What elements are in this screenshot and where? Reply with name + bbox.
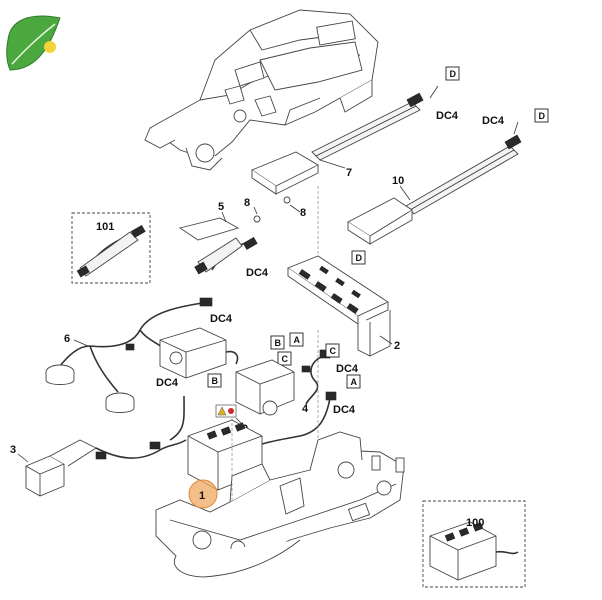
sensor-harness-6 (45, 297, 213, 413)
connector-cable-4 (261, 349, 337, 445)
connector-label-dc4-right-c: DC4 (336, 363, 359, 375)
svg-text:C: C (330, 346, 337, 356)
reference-mark-c-board: C (277, 351, 292, 366)
logo-line2: MARKET (46, 61, 98, 75)
bracket-3 (17, 439, 187, 497)
logo-flower-icon (44, 41, 56, 53)
svg-text:A: A (351, 377, 358, 387)
connector-label-dc4-top-right: DC4 (482, 115, 505, 127)
svg-text:C: C (282, 354, 289, 364)
part-number-7: 7 (346, 167, 352, 179)
screw-8-right (283, 196, 301, 213)
part-number-2: 2 (394, 340, 400, 352)
svg-text:A: A (294, 335, 301, 345)
top-cover-assembly (144, 9, 379, 171)
part-number-100: 100 (466, 517, 484, 529)
part-number-1: 1 (199, 490, 205, 502)
sad-market-logo: SAD MARKET (6, 15, 102, 75)
svg-text:D: D (450, 69, 457, 79)
part-number-4: 4 (302, 403, 309, 415)
lower-chassis (155, 431, 405, 578)
reference-mark-a-cable: A (346, 374, 361, 389)
reference-mark-b-board: B (270, 335, 285, 350)
part-number-6: 6 (64, 333, 70, 345)
label-plate-5 (178, 211, 240, 241)
sensor-right (105, 392, 135, 413)
connector-label-dc4-right-a: DC4 (333, 404, 356, 416)
svg-text:D: D (356, 253, 363, 263)
connector-label-dc4-top-left: DC4 (436, 110, 459, 122)
reference-mark-c-cable: C (325, 343, 340, 358)
detail-box-100 (422, 500, 526, 588)
warning-sticker-9 (215, 404, 243, 425)
highlight-callout-1 (188, 479, 218, 509)
connector-label-dc4-left: DC4 (156, 377, 179, 389)
drive-motor-lower (169, 359, 295, 441)
drive-motor-upper (159, 327, 239, 379)
logo-line1: SAD (66, 40, 102, 59)
part-number-101: 101 (96, 221, 114, 233)
screw-8-left (253, 206, 261, 223)
svg-text:B: B (275, 338, 282, 348)
part-number-8a: 8 (244, 197, 250, 209)
part-number-3: 3 (10, 444, 16, 456)
part-number-5: 5 (218, 201, 224, 213)
svg-text:B: B (212, 376, 219, 386)
part-number-10: 10 (392, 175, 404, 187)
connector-label-dc4-harness: DC4 (210, 313, 233, 325)
reference-mark-d-top-left: D (445, 66, 460, 81)
sensor-left (45, 364, 75, 385)
ribbon-cable-7 (251, 92, 424, 195)
wire-harness-dc4-mid (194, 236, 258, 275)
reference-mark-d-top-right: D (534, 108, 549, 123)
control-board-2 (287, 255, 393, 357)
reference-mark-d-board: D (351, 250, 366, 265)
svg-text:D: D (539, 111, 546, 121)
reference-mark-b-motor: B (207, 373, 222, 388)
connector-label-dc4-mid: DC4 (246, 267, 269, 279)
reference-mark-a-board: A (289, 332, 304, 347)
detail-box-101 (71, 212, 151, 284)
part-number-8b: 8 (300, 207, 306, 219)
ribbon-cable-10 (347, 134, 522, 245)
